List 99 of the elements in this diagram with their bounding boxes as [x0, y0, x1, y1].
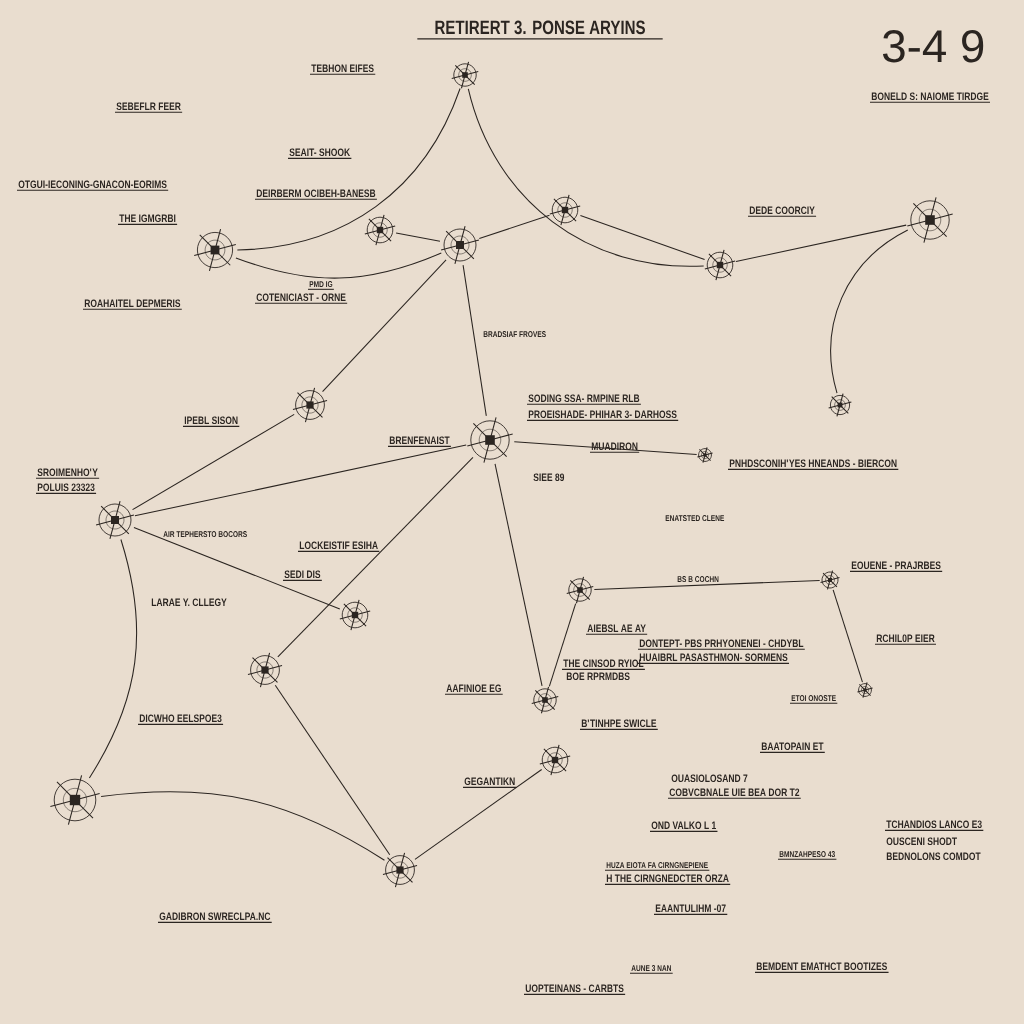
mechanism-drawing — [193, 228, 237, 272]
underlined-label: AAFINIOE EG — [444, 684, 504, 695]
mechanism-drawing — [247, 652, 283, 688]
underlined-label: BEMDENT EMATHCT BOOTIZES — [754, 962, 890, 973]
mechanism-drawing — [820, 570, 840, 590]
mechanism-drawing — [906, 196, 954, 244]
underlined-label: UOPTEINANS - CARBTS — [523, 984, 626, 995]
mechanism-drawing — [566, 576, 594, 604]
handwritten-number: 3-4 9 — [882, 30, 984, 63]
connector-line — [395, 232, 441, 242]
underlined-label: OTGUI-IECONING-GNACON-EORIMS — [16, 180, 169, 191]
underlined-label: DONTEPT- PBS PRHYONENEI - CHDYBL — [637, 639, 806, 650]
underlined-label: EAANTULIHM -07 — [653, 904, 728, 915]
underlined-label: ROAHAITEL DEPMERIS — [82, 299, 183, 310]
underlined-label: RCHIL0P EIER — [874, 634, 937, 645]
label: LARAE Y. CLLEGY — [151, 598, 227, 607]
underlined-label: SEAIT- SHOOK — [287, 148, 352, 159]
mechanism-drawing — [364, 214, 396, 246]
mechanism-drawing — [856, 681, 874, 699]
underlined-label: DICWHO EELSPOE3 — [137, 714, 224, 725]
underlined-label: PNHDSCONIH'YES HNEANDS - BIERCON — [727, 459, 899, 470]
connector-line — [88, 538, 138, 779]
underlined-label: GADIBRON SWRECLPA.NC — [157, 912, 273, 923]
underlined-label: BONELD S: NAIOME TIRDGE — [869, 92, 991, 103]
underlined-label: TCHANDIOS LANCO E3 — [884, 820, 984, 831]
connector-line — [132, 413, 295, 511]
connector-line — [513, 441, 698, 455]
connector-line — [832, 589, 863, 683]
label: BOE RPRMDBS — [566, 672, 630, 681]
underlined-label: PROEISHADE- PHIHAR 3- DARHOSS — [526, 410, 679, 421]
underlined-label: BMNZAHPESO 43 — [777, 851, 837, 860]
underlined-label: HUZA EIOTA FA CIRNGNEPIENE — [604, 862, 710, 871]
connector-line — [494, 463, 543, 687]
underlined-label: SEBEFLR FEER — [114, 102, 183, 113]
mechanism-drawing — [539, 744, 571, 776]
connector-line — [548, 603, 577, 687]
underlined-label: DEIRBERM OCIBEH-BANESB — [254, 189, 378, 200]
connector-line — [235, 252, 442, 279]
connector-line — [236, 87, 461, 251]
underlined-label: H THE CIRNGNEDCTER ORZA — [604, 874, 731, 885]
label: OUSCENI SHODT — [886, 837, 957, 846]
underlined-label: COTENICIAST - ORNE — [254, 293, 348, 304]
underlined-label: THE IGMGRBI — [117, 214, 178, 225]
title: RETIRERT 3. PONSE ARYINS — [416, 20, 664, 40]
mechanism-drawing — [49, 774, 101, 826]
mechanism-drawing — [95, 500, 135, 540]
underlined-label: MUADIRON — [589, 442, 640, 453]
mechanism-drawing — [549, 194, 581, 226]
underlined-label: B'TINHPE SWICLE — [579, 719, 659, 730]
mechanism-drawing — [382, 852, 418, 888]
mechanism-drawing — [696, 446, 714, 464]
label: ENATSTED CLENE — [665, 515, 725, 522]
connector-line — [830, 229, 909, 394]
connector-line — [134, 444, 467, 517]
underlined-label: LOCKEISTIF ESIHA — [297, 541, 380, 552]
underlined-label: BRENFENAIST — [387, 436, 452, 447]
underlined-label: SEDI DIS — [282, 570, 323, 581]
connector-line — [593, 579, 821, 590]
underlined-label: TEBHON EIFES — [309, 64, 376, 75]
label: BRADSIAF FROVES — [483, 331, 546, 338]
underlined-label: SROIMENHO'Y — [35, 468, 100, 479]
underlined-label: SODING SSA- RMPINE RLB — [526, 394, 642, 405]
underlined-label: IPEBL SISON — [182, 416, 240, 427]
connector-line — [277, 456, 474, 658]
label: BS B COCHN — [677, 576, 719, 583]
mechanism-drawing — [440, 225, 480, 265]
mechanism-drawing — [531, 686, 559, 714]
mechanism-drawing — [339, 599, 371, 631]
mechanism-drawing — [451, 61, 479, 89]
mechanism-drawing — [292, 387, 328, 423]
underlined-label: ETOI ONOSTE — [789, 695, 838, 704]
underlined-label: AIEBSL AE AY — [585, 624, 648, 635]
mechanism-drawing — [704, 249, 736, 281]
underlined-label: DEDE COORCIY — [747, 206, 817, 217]
connector-line — [478, 214, 550, 240]
underlined-label: OND VALKO L 1 — [649, 821, 718, 832]
label: BEDNOLONS COMDOT — [886, 852, 981, 861]
label: AIR TEPHERSTO BOCORS — [163, 531, 247, 538]
connector-line — [462, 264, 487, 417]
underlined-label: GEGANTIKN — [462, 777, 517, 788]
connector-line — [322, 259, 447, 393]
underlined-label: COBVCBNALE UIE BEA DOR T2 — [667, 788, 802, 799]
connector-line — [579, 214, 706, 261]
connector-line — [133, 526, 341, 610]
connector-line — [414, 768, 543, 860]
label: OUASIOLOSAND 7 — [671, 774, 748, 783]
underlined-label: BAATOPAIN ET — [759, 742, 826, 753]
underlined-label: AUNE 3 NAN — [629, 965, 674, 974]
connector-line — [100, 791, 385, 861]
connector-line — [467, 88, 705, 267]
underlined-label: THE CINSOD RYIOL — [561, 659, 646, 670]
mechanism-drawing — [828, 393, 852, 417]
underlined-label: PMD IG — [307, 281, 335, 290]
label: SIEE 89 — [533, 473, 565, 482]
connector-line — [735, 224, 907, 263]
connector-line — [274, 684, 391, 856]
underlined-label: EOUENE - PRAJRBES — [849, 561, 943, 572]
mechanism-drawing — [466, 416, 514, 464]
underlined-label: POLUIS 23323 — [35, 483, 97, 494]
